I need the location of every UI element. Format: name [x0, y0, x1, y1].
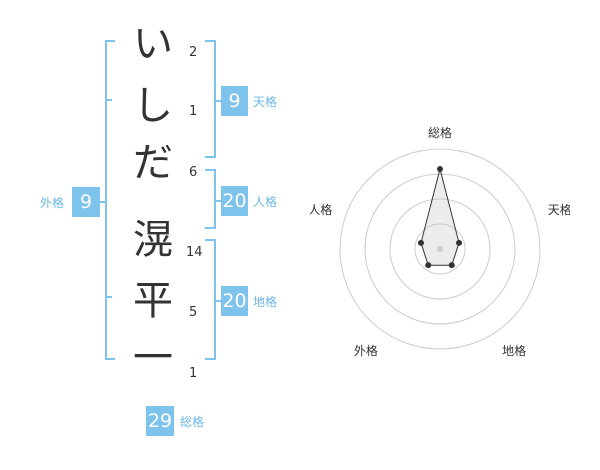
radar-point-5 [417, 239, 424, 246]
radar-axis-label-2: 天格 [548, 202, 570, 217]
name-char-6: 一 [133, 335, 173, 381]
radar-point-4 [425, 262, 432, 269]
jinkaku-label: 人格 [253, 195, 278, 209]
radar-point-1 [437, 166, 443, 172]
radar-ring-1 [414, 223, 466, 275]
bracket-chikaku [205, 239, 216, 360]
radar-point-2 [456, 239, 463, 246]
gaikaku-value-badge: 9 [72, 187, 100, 217]
chikaku-label: 地格 [253, 295, 278, 309]
bracket-gaikaku [105, 40, 115, 360]
radar-polygon [420, 168, 460, 266]
name-char-5: 平 [133, 278, 173, 324]
chikaku-value-badge: 20 [221, 286, 248, 316]
name-char-4: 滉 [133, 217, 173, 263]
stroke-count-6: 1 [189, 366, 198, 381]
stroke-count-2: 1 [189, 104, 198, 119]
radar-axis-label-5: 人格 [310, 202, 332, 217]
radar-axis-label-1: 総格 [428, 125, 452, 140]
stroke-count-5: 5 [189, 305, 198, 320]
tenkaku-label: 天格 [253, 95, 278, 109]
radar-axis-label-3: 地格 [502, 343, 526, 358]
stroke-count-4: 14 [186, 245, 203, 260]
stroke-count-1: 2 [189, 45, 198, 60]
soukaku-value-badge: 29 [146, 406, 174, 436]
soukaku-label: 総格 [180, 415, 205, 429]
radar-ring-2 [389, 198, 491, 300]
gaikaku-label: 外格 [40, 196, 65, 210]
radar-ring-3 [364, 173, 516, 325]
radar-shape [417, 166, 463, 269]
name-char-1: い [133, 21, 173, 67]
radar-grid [339, 148, 541, 350]
stroke-count-3: 6 [189, 165, 198, 180]
bracket-jinkaku [205, 169, 216, 229]
bracket-tenkaku [205, 40, 216, 158]
radar-ring-4 [339, 148, 541, 350]
name-char-2: し [133, 83, 173, 129]
radar-axis-label-4: 外格 [354, 343, 378, 358]
tenkaku-value-badge: 9 [221, 86, 248, 116]
radar-center-dot [437, 246, 443, 252]
radar-point-3 [448, 262, 455, 269]
jinkaku-value-badge: 20 [221, 186, 248, 216]
name-char-3: だ [133, 140, 173, 186]
